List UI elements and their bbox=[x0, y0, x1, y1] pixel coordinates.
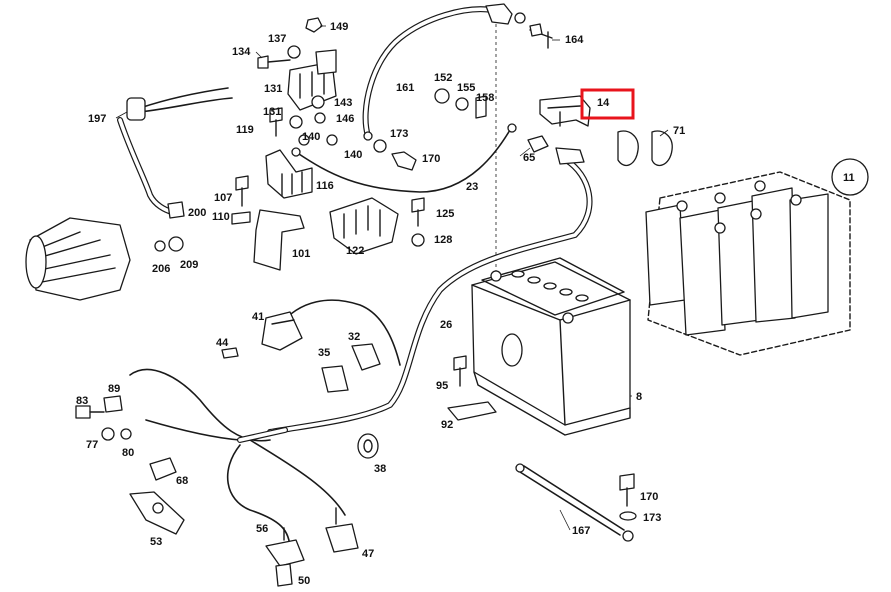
label-155[interactable]: 155 bbox=[457, 82, 475, 94]
label-209[interactable]: 209 bbox=[180, 259, 198, 271]
connector-47 bbox=[325, 507, 359, 553]
nuts-152-158 bbox=[434, 88, 487, 119]
label-80[interactable]: 80 bbox=[122, 447, 134, 459]
label-38[interactable]: 38 bbox=[374, 463, 386, 475]
clamp-65 bbox=[527, 135, 585, 165]
nut-200-209 bbox=[154, 201, 185, 252]
label-101[interactable]: 101 bbox=[292, 248, 310, 260]
label-77[interactable]: 77 bbox=[86, 439, 98, 451]
label-14[interactable]: 14 bbox=[597, 97, 610, 109]
label-128[interactable]: 128 bbox=[434, 234, 452, 246]
label-131b[interactable]: 131 bbox=[263, 106, 281, 118]
battery-8 bbox=[471, 257, 631, 436]
fuse-holder-131 bbox=[287, 49, 337, 111]
bolt-107-110 bbox=[231, 175, 251, 225]
ground-wire-23 bbox=[291, 123, 517, 193]
battery-terminal-upper bbox=[363, 3, 526, 282]
terminal-block-122 bbox=[329, 197, 399, 255]
label-95[interactable]: 95 bbox=[436, 380, 448, 392]
label-173b[interactable]: 173 bbox=[643, 512, 661, 524]
label-83[interactable]: 83 bbox=[76, 395, 88, 407]
label-116[interactable]: 116 bbox=[316, 180, 334, 192]
bolt-137-134 bbox=[257, 17, 323, 69]
label-131[interactable]: 131 bbox=[264, 83, 282, 95]
leader-lines bbox=[115, 25, 669, 531]
ground-strap-167 bbox=[515, 463, 634, 542]
label-47[interactable]: 47 bbox=[362, 548, 374, 560]
label-71[interactable]: 71 bbox=[673, 125, 685, 137]
small-fasteners-cluster bbox=[269, 95, 338, 146]
bolt-170-173-lower bbox=[619, 473, 637, 521]
label-152[interactable]: 152 bbox=[434, 72, 452, 84]
connector-53 bbox=[129, 491, 185, 535]
label-122[interactable]: 122 bbox=[346, 245, 364, 257]
harness-197 bbox=[117, 87, 233, 215]
label-173a[interactable]: 173 bbox=[390, 128, 408, 140]
label-50[interactable]: 50 bbox=[298, 575, 310, 587]
label-23[interactable]: 23 bbox=[466, 181, 478, 193]
connector-32-35 bbox=[321, 343, 381, 393]
label-149[interactable]: 149 bbox=[330, 21, 348, 33]
label-206[interactable]: 206 bbox=[152, 263, 170, 275]
starter-motor bbox=[25, 217, 131, 301]
label-158[interactable]: 158 bbox=[476, 92, 494, 104]
label-56[interactable]: 56 bbox=[256, 523, 268, 535]
label-32[interactable]: 32 bbox=[348, 331, 360, 343]
label-137[interactable]: 137 bbox=[268, 33, 286, 45]
label-170b[interactable]: 170 bbox=[640, 491, 658, 503]
label-26[interactable]: 26 bbox=[440, 319, 452, 331]
highlight-box-14 bbox=[580, 88, 635, 120]
label-65[interactable]: 65 bbox=[523, 152, 535, 164]
label-143[interactable]: 143 bbox=[334, 97, 352, 109]
bracket-14 bbox=[539, 95, 591, 127]
label-134[interactable]: 134 bbox=[232, 46, 251, 58]
label-41[interactable]: 41 bbox=[252, 311, 264, 323]
bolt-83-77 bbox=[75, 395, 132, 441]
bracket-101 bbox=[253, 209, 305, 271]
label-11[interactable]: 11 bbox=[843, 172, 855, 184]
connector-41 bbox=[261, 311, 303, 351]
grommet-38 bbox=[357, 433, 379, 459]
part-labels: 149 137 134 131 143 146 131 119 140 140 … bbox=[76, 21, 855, 587]
label-164[interactable]: 164 bbox=[565, 34, 584, 46]
label-146[interactable]: 146 bbox=[336, 113, 354, 125]
label-167[interactable]: 167 bbox=[572, 525, 590, 537]
label-140a[interactable]: 140 bbox=[302, 131, 320, 143]
label-92[interactable]: 92 bbox=[441, 419, 453, 431]
label-197[interactable]: 197 bbox=[88, 113, 106, 125]
label-161[interactable]: 161 bbox=[396, 82, 414, 94]
label-89[interactable]: 89 bbox=[108, 383, 120, 395]
label-110[interactable]: 110 bbox=[212, 211, 230, 223]
screw-125-128 bbox=[411, 197, 425, 247]
battery-box-11 bbox=[645, 158, 869, 356]
label-8[interactable]: 8 bbox=[636, 391, 642, 403]
label-35[interactable]: 35 bbox=[318, 347, 330, 359]
label-170a[interactable]: 170 bbox=[422, 153, 440, 165]
label-119[interactable]: 119 bbox=[236, 124, 254, 136]
label-44[interactable]: 44 bbox=[216, 337, 229, 349]
sensor-50-56 bbox=[265, 527, 305, 587]
clip-71 bbox=[617, 130, 673, 167]
label-53[interactable]: 53 bbox=[150, 536, 162, 548]
relay-116 bbox=[265, 149, 313, 199]
label-200[interactable]: 200 bbox=[188, 207, 206, 219]
bolt-95-92 bbox=[447, 355, 497, 421]
main-cable-26 bbox=[267, 157, 593, 435]
battery-cells bbox=[511, 270, 589, 302]
battery-cable-161 bbox=[362, 6, 495, 139]
plug-44 bbox=[221, 347, 239, 359]
bolt-170-173 bbox=[373, 23, 553, 171]
label-107[interactable]: 107 bbox=[214, 192, 232, 204]
connector-68 bbox=[149, 457, 177, 481]
harness-lower bbox=[129, 299, 401, 551]
label-68[interactable]: 68 bbox=[176, 475, 188, 487]
label-140b[interactable]: 140 bbox=[344, 149, 362, 161]
label-125[interactable]: 125 bbox=[436, 208, 454, 220]
